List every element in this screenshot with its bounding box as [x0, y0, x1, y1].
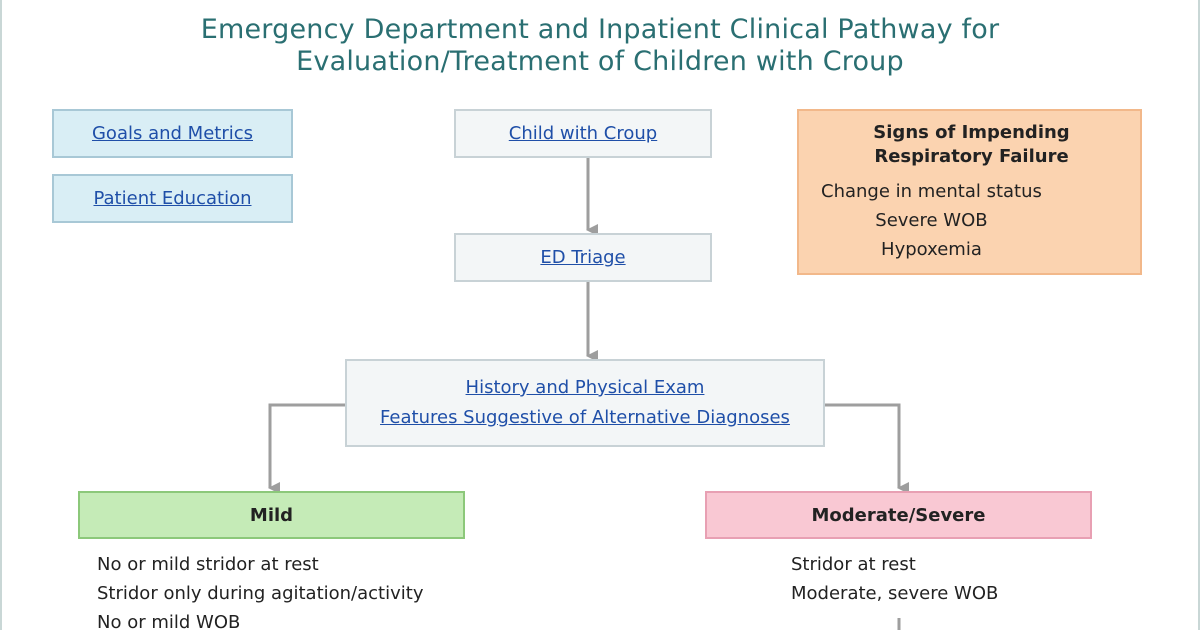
arrow-history-to-mild	[268, 403, 345, 494]
goals-metrics-box: Goals and Metrics	[52, 109, 293, 158]
history-exam-link[interactable]: History and Physical Exam	[465, 377, 705, 398]
moderate-severe-criteria-list: Stridor at rest Moderate, severe WOB	[791, 550, 998, 608]
list-item: No or mild stridor at rest	[97, 554, 319, 575]
mild-criteria-list: No or mild stridor at rest Stridor only …	[97, 550, 423, 637]
list-item: Moderate, severe WOB	[791, 583, 999, 604]
history-exam-box: History and Physical Exam Features Sugge…	[345, 359, 825, 447]
patient-education-link[interactable]: Patient Education	[93, 187, 252, 209]
respiratory-failure-title: Signs of Impending Respiratory Failure	[799, 121, 1144, 169]
mild-label: Mild	[249, 504, 294, 526]
frame-border-right	[1198, 0, 1200, 630]
patient-education-box: Patient Education	[52, 174, 293, 223]
goals-metrics-link[interactable]: Goals and Metrics	[91, 122, 253, 144]
list-item: Stridor only during agitation/activity	[97, 583, 424, 604]
respiratory-failure-title-line-2: Respiratory Failure	[874, 146, 1069, 167]
respiratory-failure-list: Change in mental status Severe WOB Hypox…	[821, 177, 1042, 264]
page-title-line-2: Evaluation/Treatment of Children with Cr…	[296, 46, 904, 77]
mild-severity-box: Mild	[78, 491, 465, 539]
moderate-severe-label: Moderate/Severe	[811, 504, 986, 526]
list-item: Stridor at rest	[791, 554, 916, 575]
ed-triage-link[interactable]: ED Triage	[540, 246, 626, 268]
moderate-severe-box: Moderate/Severe	[705, 491, 1092, 539]
respiratory-failure-title-line-1: Signs of Impending	[873, 122, 1070, 143]
respiratory-failure-box: Signs of Impending Respiratory Failure C…	[797, 109, 1142, 275]
list-item: No or mild WOB	[97, 612, 241, 633]
list-item: Change in mental status	[821, 181, 1042, 202]
frame-border-left	[0, 0, 2, 630]
page-title-line-1: Emergency Department and Inpatient Clini…	[200, 14, 1000, 45]
list-item: Severe WOB	[875, 210, 988, 231]
arrow-history-to-moderate	[825, 403, 909, 494]
page-title: Emergency Department and Inpatient Clini…	[0, 14, 1200, 78]
ed-triage-box: ED Triage	[454, 233, 712, 282]
child-with-croup-box: Child with Croup	[454, 109, 712, 158]
list-item: Hypoxemia	[881, 239, 982, 260]
child-with-croup-link[interactable]: Child with Croup	[508, 122, 658, 144]
alternative-diagnoses-link[interactable]: Features Suggestive of Alternative Diagn…	[380, 407, 790, 428]
